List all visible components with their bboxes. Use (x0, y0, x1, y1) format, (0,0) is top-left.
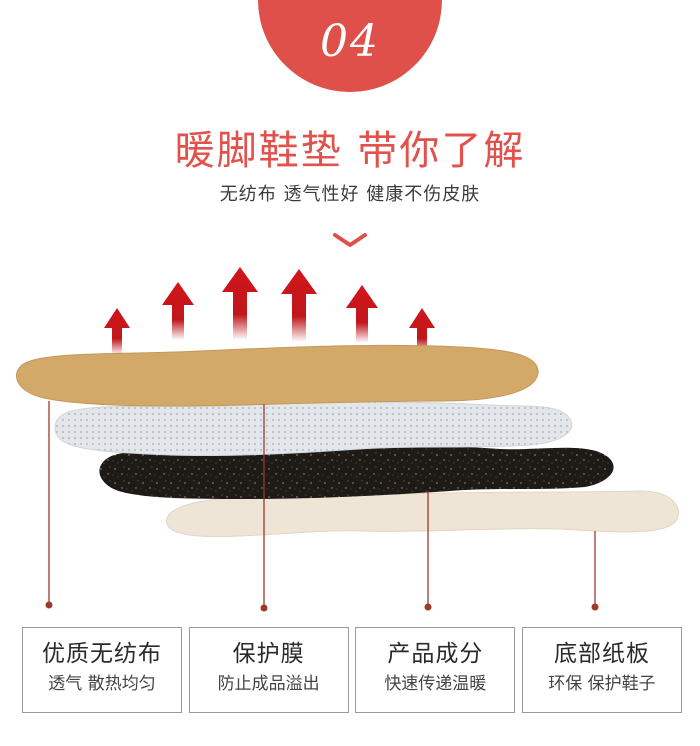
card-ingredients: 产品成分 快速传递温暖 (355, 627, 516, 713)
layer-nonwoven (16, 344, 539, 407)
card-description: 透气 散热均匀 (48, 674, 156, 694)
heat-arrow-icon (409, 308, 435, 355)
card-nonwoven: 优质无纺布 透气 散热均匀 (22, 627, 182, 713)
layer-mesh-film (54, 401, 573, 457)
card-title: 保护膜 (232, 641, 305, 667)
card-base-board: 底部纸板 环保 保护鞋子 (521, 627, 682, 713)
pointer-line (591, 531, 599, 611)
card-description: 快速传递温暖 (384, 674, 487, 694)
page-subtitle: 无纺布 透气性好 健康不伤皮肤 (219, 184, 481, 205)
card-title: 底部纸板 (553, 641, 650, 667)
card-title: 产品成分 (387, 641, 484, 667)
heat-arrow-icon (346, 285, 378, 343)
card-protective-film: 保护膜 防止成品溢出 (188, 627, 349, 713)
heat-arrow-icon (222, 267, 258, 340)
pointer-line (260, 404, 268, 612)
card-description: 防止成品溢出 (217, 674, 320, 694)
section-number: 04 (320, 15, 380, 67)
page-title: 暖脚鞋垫 带你了解 (174, 128, 526, 174)
pointer-lines (45, 401, 599, 612)
section-number-badge: 04 (258, 0, 442, 92)
heat-arrow-icon (162, 282, 194, 340)
pointer-line (424, 491, 432, 611)
chevron-down-icon (333, 233, 367, 247)
layer-powder (99, 445, 614, 499)
heat-arrow-icon (281, 269, 317, 342)
card-title: 优质无纺布 (42, 641, 162, 667)
heat-arrow-icon (104, 308, 130, 355)
layer-description-cards: 优质无纺布 透气 散热均匀 保护膜 防止成品溢出 产品成分 快速传递温暖 底部纸… (22, 627, 682, 713)
insole-layers-illustration (16, 267, 679, 612)
pointer-line (45, 401, 53, 609)
heat-arrows (104, 267, 435, 355)
card-description: 环保 保护鞋子 (548, 674, 656, 694)
